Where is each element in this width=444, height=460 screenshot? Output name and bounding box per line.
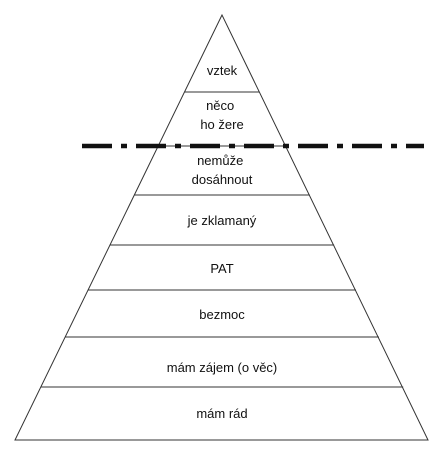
level-label-mam-rad: mám rád: [196, 406, 247, 421]
level-label-nemuze-dosahnout: nemůže dosáhnout: [192, 153, 253, 187]
level-label-neco-ho-zere: něco ho žere: [200, 98, 243, 132]
level-label-vztek: vztek: [207, 63, 238, 78]
level-dividers: [40, 91, 404, 388]
label-line: PAT: [210, 261, 233, 276]
label-line: mám rád: [196, 406, 247, 421]
label-line: něco: [206, 98, 234, 113]
level-label-pat: PAT: [210, 261, 233, 276]
level-label-je-zklamany: je zklamaný: [187, 213, 257, 228]
level-label-mam-zajem: mám zájem (o věc): [167, 360, 278, 375]
label-line: nemůže: [197, 153, 243, 168]
level-label-bezmoc: bezmoc: [199, 307, 245, 322]
label-line: bezmoc: [199, 307, 245, 322]
label-line: ho žere: [200, 117, 243, 132]
label-line: vztek: [207, 63, 238, 78]
label-line: je zklamaný: [187, 213, 257, 228]
label-line: dosáhnout: [192, 172, 253, 187]
level-labels: vztek něco ho žere nemůže dosáhnout je z…: [167, 63, 278, 421]
pyramid-outline: [14, 13, 429, 441]
label-line: mám zájem (o věc): [167, 360, 278, 375]
